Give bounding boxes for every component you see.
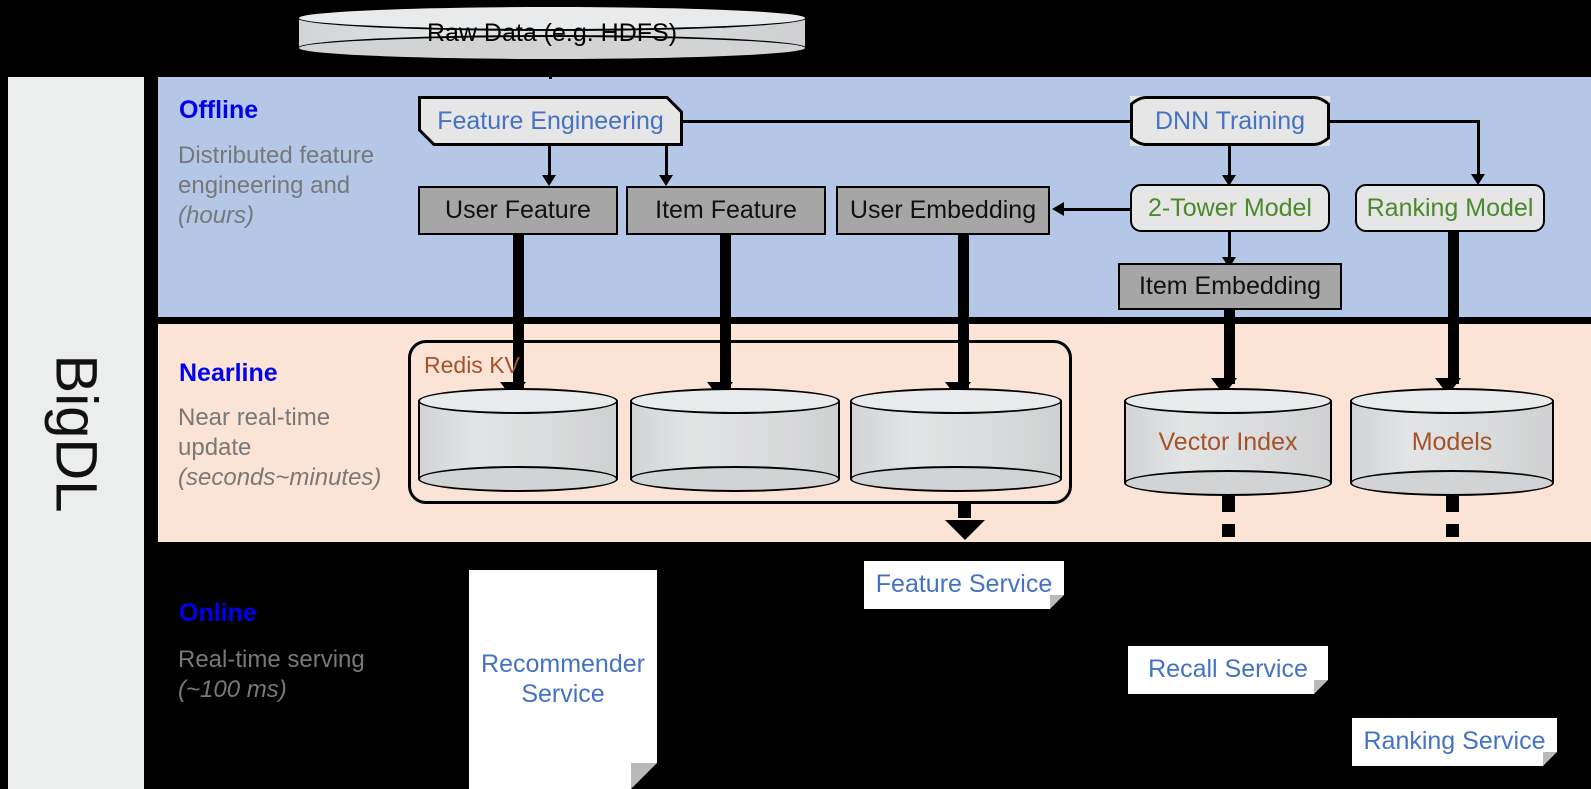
raw-data-label: Raw Data (e.g. HDFS) bbox=[426, 18, 678, 47]
connector-2tower-itememb bbox=[1228, 232, 1231, 260]
band-subtitle-offline: Distributed feature engineering and (hou… bbox=[178, 141, 383, 232]
nearline-subtitle-text: Near real-time update bbox=[178, 404, 331, 462]
node-dnn-training[interactable]: DNN Training bbox=[1130, 96, 1330, 146]
store-cylinder-vector-index[interactable]: Vector Index bbox=[1124, 388, 1332, 496]
arrowhead-store-featureservice bbox=[945, 520, 985, 540]
node-feature-service[interactable]: Feature Service bbox=[864, 561, 1064, 609]
node-2-tower-model[interactable]: 2-Tower Model bbox=[1130, 184, 1330, 232]
cylinder-bottom bbox=[630, 466, 840, 492]
online-subtitle-text: Real-time serving bbox=[178, 646, 365, 673]
connector-userembedding-store3 bbox=[958, 235, 969, 389]
dnn-training-shape bbox=[1130, 96, 1330, 146]
user-embedding-label: User Embedding bbox=[849, 196, 1037, 224]
connector-dnn-ranking-h bbox=[1330, 120, 1480, 123]
band-title-online: Online bbox=[179, 599, 257, 627]
store-cylinder-user-embedding[interactable] bbox=[850, 388, 1062, 492]
node-item-feature[interactable]: Item Feature bbox=[626, 186, 826, 235]
cylinder-top bbox=[850, 388, 1062, 414]
store-2-label bbox=[630, 388, 840, 492]
page-fold-icon bbox=[1314, 680, 1328, 694]
recall-service-label: Recall Service bbox=[1148, 655, 1308, 684]
dash-featureservice-1 bbox=[958, 504, 971, 518]
dnn-training-label: DNN Training bbox=[1154, 106, 1306, 135]
node-recommender-service[interactable]: Recommender Service bbox=[469, 570, 657, 789]
store-cylinder-user-feature[interactable] bbox=[418, 388, 618, 492]
node-user-feature[interactable]: User Feature bbox=[418, 186, 618, 235]
two-tower-model-label: 2-Tower Model bbox=[1148, 193, 1312, 222]
cylinder-top bbox=[297, 5, 807, 31]
arrowhead-dnn-2tower bbox=[1222, 175, 1236, 186]
band-title-offline: Offline bbox=[179, 96, 259, 124]
page-fold-icon bbox=[1543, 752, 1557, 766]
arrowhead-fe-itemfeature bbox=[659, 175, 673, 186]
feature-engineering-label: Feature Engineering bbox=[437, 106, 664, 135]
arrowhead-2tower-itememb bbox=[1222, 257, 1236, 268]
cylinder-top bbox=[1350, 388, 1554, 414]
feature-engineering-shape bbox=[418, 96, 683, 146]
node-feature-engineering[interactable]: Feature Engineering bbox=[418, 96, 683, 146]
store-3-label bbox=[850, 388, 1062, 492]
cylinder-bottom bbox=[1350, 470, 1554, 496]
connector-userfeature-store1 bbox=[513, 235, 524, 389]
store-1-label bbox=[418, 388, 618, 492]
ranking-service-label: Ranking Service bbox=[1363, 727, 1546, 756]
page-fold-icon bbox=[1050, 595, 1064, 609]
connector-dnn-ranking-v bbox=[1477, 120, 1480, 177]
redis-kv-container bbox=[408, 340, 1072, 504]
node-item-embedding[interactable]: Item Embedding bbox=[1118, 263, 1342, 310]
ranking-model-label: Ranking Model bbox=[1366, 193, 1534, 222]
bigdl-rail: BigDL bbox=[8, 77, 144, 789]
item-embedding-label: Item Embedding bbox=[1138, 272, 1322, 300]
cylinder-bottom bbox=[850, 466, 1062, 492]
vector-index-label: Vector Index bbox=[1158, 427, 1298, 456]
offline-subtitle-em: (hours) bbox=[178, 202, 255, 230]
connector-2tower-userembedding bbox=[1062, 208, 1164, 211]
band-title-nearline: Nearline bbox=[179, 359, 278, 387]
arrowhead-rawdata-fe bbox=[538, 59, 564, 76]
connector-dnn-2tower bbox=[1228, 146, 1231, 178]
band-subtitle-online: Real-time serving (~100 ms) bbox=[178, 645, 378, 705]
connector-itemfeature-store2 bbox=[720, 235, 731, 389]
connector-fe-itemfeature bbox=[665, 146, 668, 178]
cylinder-top bbox=[630, 388, 840, 414]
models-label: Models bbox=[1411, 427, 1493, 456]
connector-itememb-vectorindex bbox=[1224, 310, 1235, 384]
cylinder-top bbox=[1124, 388, 1332, 414]
page-fold-icon bbox=[631, 763, 657, 789]
dash-vectorindex-1 bbox=[1222, 496, 1235, 512]
offline-subtitle-text: Distributed feature engineering and bbox=[178, 142, 375, 200]
dash-vectorindex-2 bbox=[1222, 524, 1235, 537]
arrowhead-2tower-userembedding bbox=[1052, 202, 1064, 216]
store-cylinder-models[interactable]: Models bbox=[1350, 388, 1554, 496]
dash-models-2 bbox=[1446, 524, 1459, 537]
store-cylinder-item-feature[interactable] bbox=[630, 388, 840, 492]
item-feature-label: Item Feature bbox=[655, 196, 797, 224]
nearline-subtitle-em: (seconds~minutes) bbox=[178, 464, 382, 492]
cylinder-bottom bbox=[1124, 470, 1332, 496]
online-subtitle-em: (~100 ms) bbox=[178, 676, 287, 704]
connector-fe-userfeature bbox=[548, 146, 551, 178]
arrowhead-dnn-ranking bbox=[1471, 174, 1485, 185]
recommender-service-label: Recommender Service bbox=[481, 650, 645, 708]
node-recall-service[interactable]: Recall Service bbox=[1128, 646, 1328, 694]
bigdl-label-text: BigDL bbox=[43, 354, 109, 512]
raw-data-cylinder: Raw Data (e.g. HDFS) bbox=[297, 5, 807, 61]
user-feature-label: User Feature bbox=[445, 196, 591, 224]
band-subtitle-nearline: Near real-time update (seconds~minutes) bbox=[178, 403, 410, 494]
arrowhead-fe-userfeature bbox=[542, 175, 556, 186]
bigdl-rail-label: BigDL bbox=[8, 77, 144, 789]
feature-service-label: Feature Service bbox=[875, 570, 1053, 599]
dash-models-1 bbox=[1446, 496, 1459, 512]
cylinder-top bbox=[418, 388, 618, 414]
connector-fe-dnn bbox=[683, 120, 1147, 123]
connector-rankingmodel-models bbox=[1448, 232, 1459, 384]
node-ranking-service[interactable]: Ranking Service bbox=[1352, 718, 1557, 766]
cylinder-bottom bbox=[418, 466, 618, 492]
node-user-embedding[interactable]: User Embedding bbox=[836, 186, 1050, 235]
node-ranking-model[interactable]: Ranking Model bbox=[1355, 184, 1545, 232]
redis-kv-label: Redis KV bbox=[424, 352, 520, 378]
